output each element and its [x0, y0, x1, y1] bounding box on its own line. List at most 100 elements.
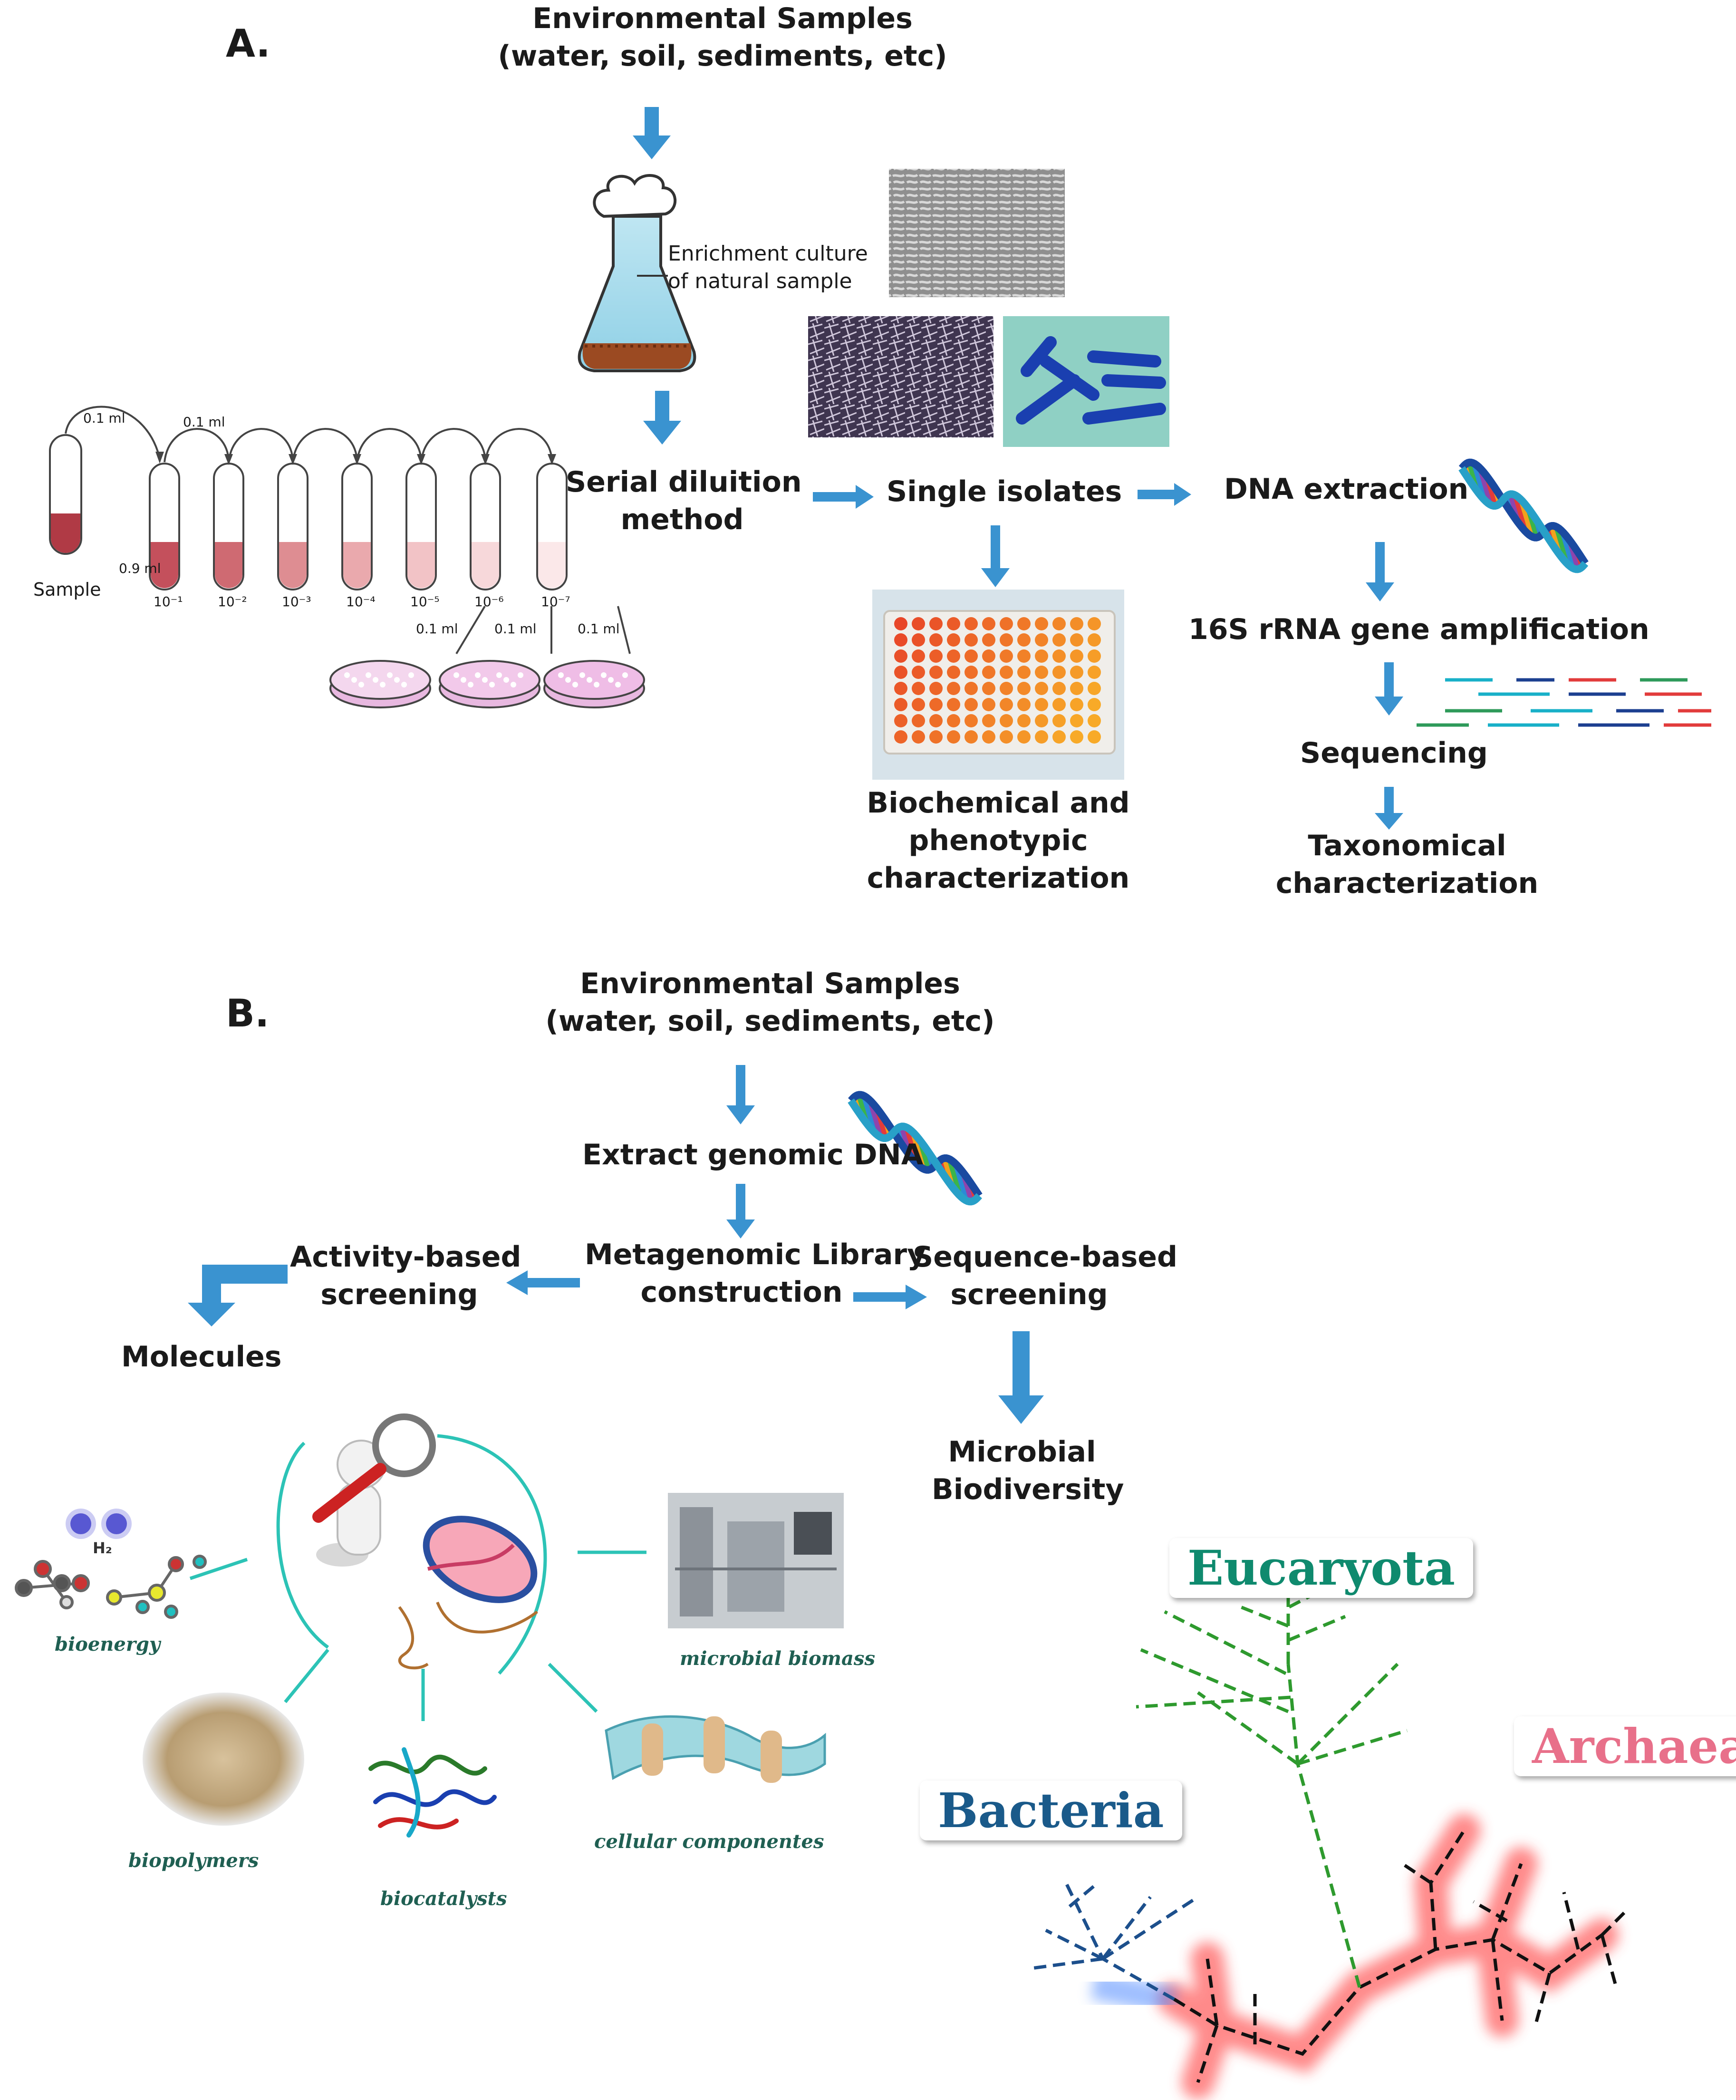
taxo-line1: Taxonomical: [1308, 829, 1506, 862]
plate-well: [964, 617, 978, 630]
enrichment-line1: Enrichment culture: [668, 242, 868, 266]
plate-well: [982, 682, 995, 695]
volume-first: 0.1 ml: [83, 410, 125, 426]
dilution-tube: [149, 463, 180, 590]
plate-well: [912, 666, 925, 679]
plate-well: [947, 633, 960, 647]
plate-well: [1052, 730, 1066, 744]
dilution-label: 10⁻¹: [154, 594, 183, 610]
library-line1: Metagenomic Library: [585, 1238, 926, 1271]
plate-well: [1070, 714, 1083, 727]
dilution-tube: [405, 463, 437, 590]
plate-well: [912, 698, 925, 711]
biochem-line3: characterization: [867, 861, 1130, 895]
plate-well: [929, 633, 943, 647]
plate-well: [894, 682, 907, 695]
plate-well: [1052, 666, 1066, 679]
plate-well: [947, 714, 960, 727]
transfer-arc: [228, 428, 294, 463]
dilution-label: 10⁻²: [218, 594, 247, 610]
researcher-figure: [312, 1413, 436, 1567]
biochemical-label: Biochemical and phenotypic characterizat…: [851, 784, 1146, 898]
bioenergy-caption: bioenergy: [55, 1633, 161, 1655]
panel-a-samples-line1: Environmental Samples: [532, 2, 913, 35]
biomass-caption: microbial biomass: [680, 1647, 875, 1670]
plate-well: [1088, 633, 1101, 647]
dilution-tube: [277, 463, 309, 590]
volume-plate-3: 0.1 ml: [578, 621, 620, 637]
dilution-tube: [213, 463, 244, 590]
molecule-h2: [66, 1509, 132, 1539]
microplate-image: [872, 590, 1124, 780]
dilution-label: 10⁻⁷: [541, 594, 570, 610]
sequence-line1: Sequence-based: [913, 1240, 1177, 1274]
activity-line2: screening: [320, 1278, 478, 1312]
plate-well: [947, 682, 960, 695]
volume-chain: 0.1 ml: [183, 414, 225, 430]
plate-well: [982, 730, 995, 744]
helix-strand: [1458, 466, 1589, 573]
plate-well: [1070, 633, 1083, 647]
panel-b-samples-title: Environmental Samples (water, soil, sedi…: [523, 965, 1017, 1040]
archaea-glow: [1157, 1814, 1619, 2099]
h2-label: H₂: [93, 1539, 112, 1557]
plate-well: [1070, 698, 1083, 711]
microbial-biodiversity-label: Microbial Biodiversity: [932, 1433, 1124, 1509]
domain-archaea: Archaea: [1514, 1716, 1736, 1776]
plate-well: [894, 633, 907, 647]
plate-well: [1017, 649, 1031, 663]
plate-well: [1000, 666, 1013, 679]
plate-well: [894, 649, 907, 663]
helix-strand: [848, 1098, 982, 1206]
panel-a-label: A.: [226, 21, 270, 66]
plate-well: [964, 698, 978, 711]
biodiversity-line1: Microbial: [948, 1435, 1096, 1469]
volume-diluent: 0.9 ml: [119, 561, 161, 576]
biochem-line2: phenotypic: [908, 824, 1088, 858]
plate-well: [982, 714, 995, 727]
plate-well: [894, 617, 907, 630]
plate-well: [929, 617, 943, 630]
plate-well: [982, 633, 995, 647]
panel-b-samples-line2: (water, soil, sediments, etc): [545, 1005, 995, 1038]
enrichment-flask: [578, 174, 696, 372]
plate-well: [1052, 714, 1066, 727]
biopolymer-photo: [143, 1693, 304, 1826]
plate-well: [1017, 714, 1031, 727]
transfer-arc: [292, 428, 358, 463]
arrows-panel-b: [188, 1065, 1044, 1424]
plate-well: [982, 698, 995, 711]
transfer-arc: [356, 428, 422, 463]
plate-well: [1052, 682, 1066, 695]
plate-well: [1035, 730, 1048, 744]
plate-well: [912, 682, 925, 695]
cellular-caption: cellular componentes: [594, 1830, 824, 1853]
plate-well: [1017, 730, 1031, 744]
transfer-arc: [484, 428, 553, 463]
plate-well: [1052, 698, 1066, 711]
helix-strand: [848, 1091, 983, 1198]
serial-dilution-setup: [49, 406, 645, 708]
plate-well: [912, 714, 925, 727]
sample-label: Sample: [33, 579, 101, 600]
plate-well: [964, 666, 978, 679]
membrane-illustration: [605, 1715, 826, 1783]
plate-well: [1070, 730, 1083, 744]
panel-a-samples-title: Environmental Samples (water, soil, sedi…: [428, 0, 1017, 75]
protein-structure: [368, 1747, 497, 1838]
bacterium-illustration: [398, 1516, 538, 1670]
biocatalysts-caption: biocatalysts: [380, 1887, 507, 1910]
sequence-reads: [1417, 678, 1711, 727]
petri-dish: [329, 660, 431, 708]
plate-well: [912, 730, 925, 744]
plate-well: [1000, 682, 1013, 695]
library-line2: construction: [640, 1276, 843, 1309]
plate-well: [912, 617, 925, 630]
single-isolates-label: Single isolates: [887, 475, 1122, 508]
dilution-label: 10⁻⁵: [410, 594, 440, 610]
dilution-label: 10⁻⁶: [474, 594, 504, 610]
plate-well: [1052, 617, 1066, 630]
plate-well: [1035, 714, 1048, 727]
